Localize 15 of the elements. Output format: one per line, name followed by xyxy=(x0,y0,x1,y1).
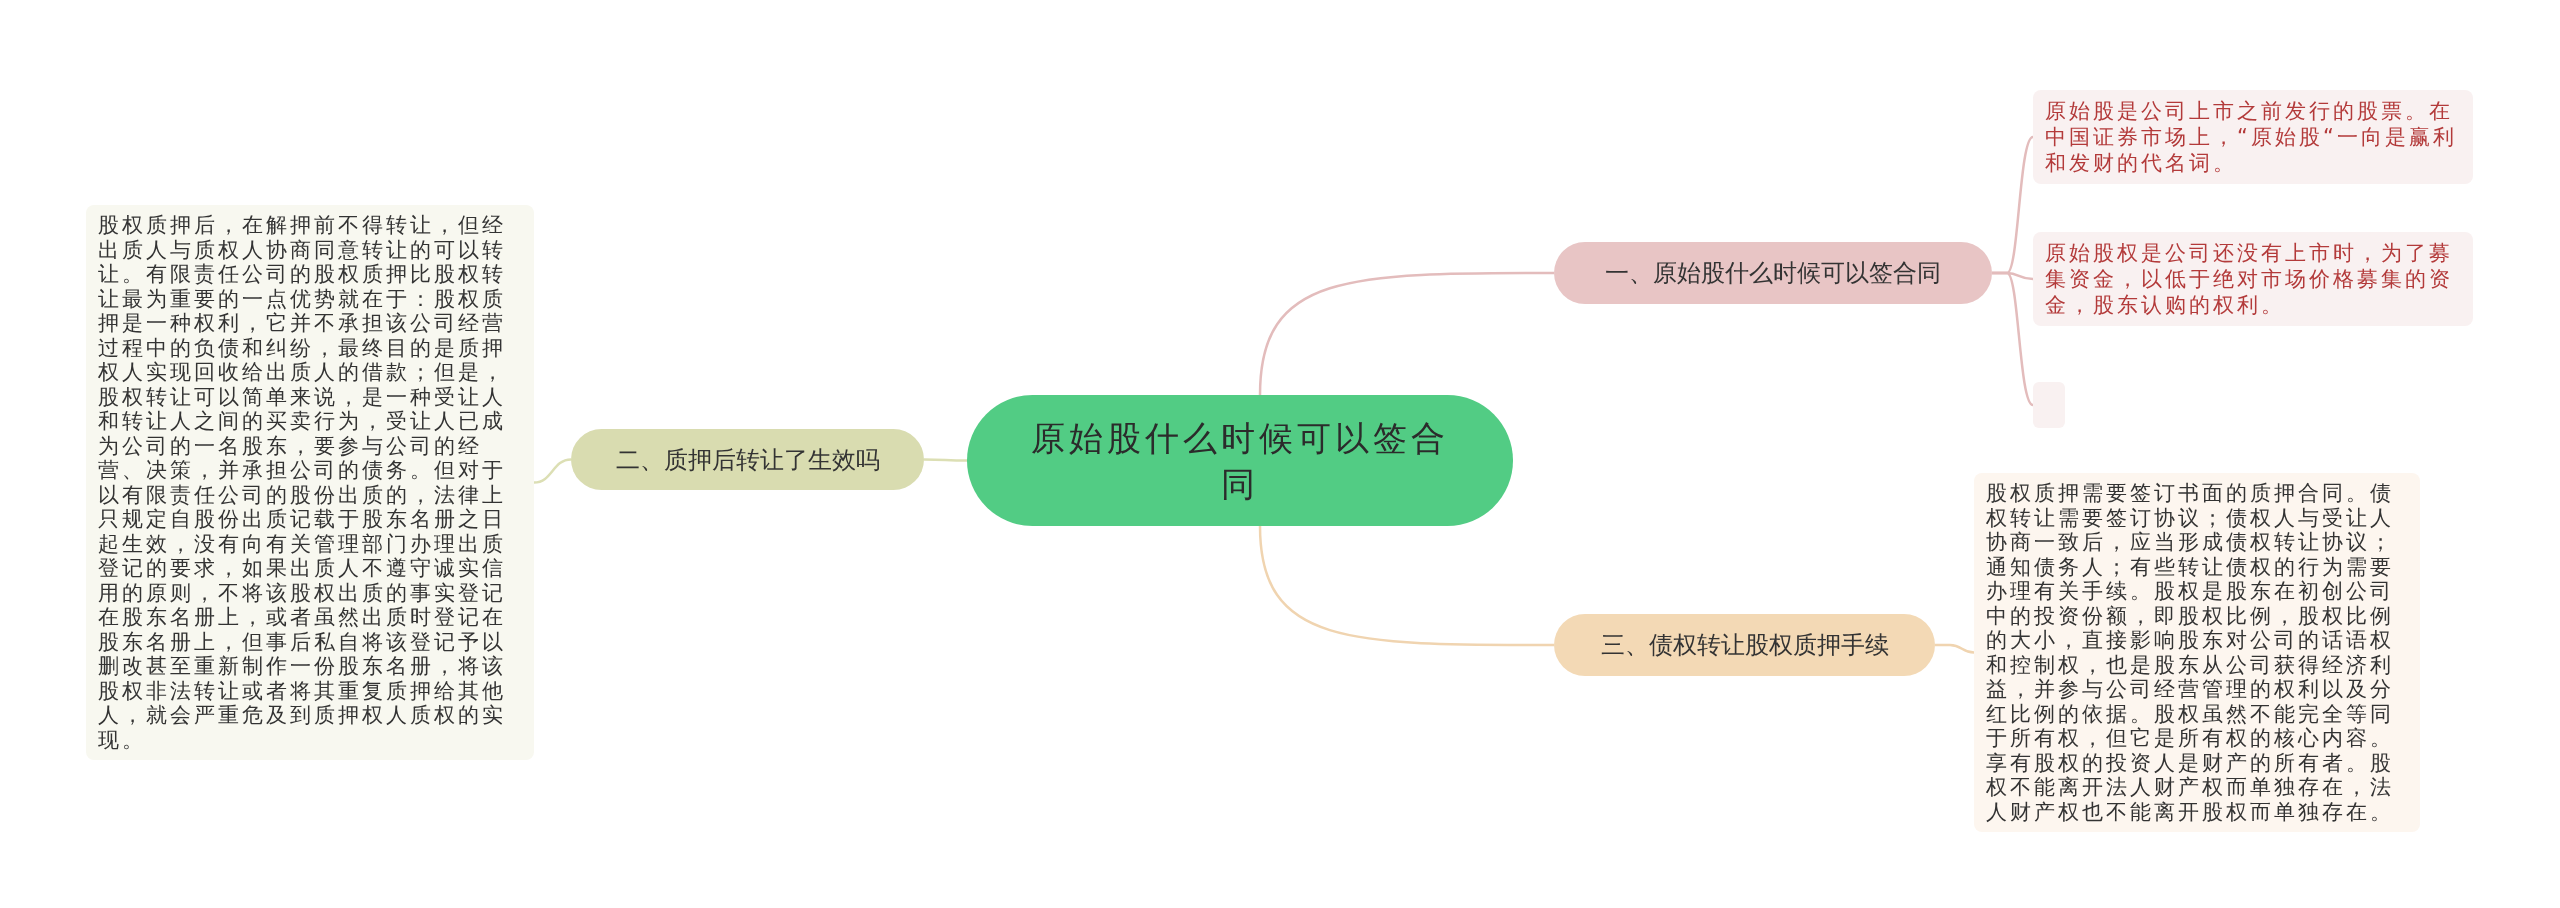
connector-line xyxy=(1258,525,1554,647)
branch-topic: 一、原始股什么时候可以签合同 xyxy=(1554,242,1992,304)
connector-line xyxy=(1935,643,1975,654)
note-card: 股权质押需要签订书面的质押合同。债权转让需要签订协议；债权人与受让人协商一致后，应当形成债权转让协议；通知债务人；有些转让债权的行为需要办理有关手续。股权是股东在初创公司中的投资份额，即股权比例，股权比例的大小，直接影响股东对公司的话语权和控制权，也是股东从公司获得经济利益，并参与公司经营管理的权利以及分红比例的依据。股权虽然不能完全等同于所有权，但它是所有权的核心内容。享有股权的投资人是财产的所有者。股权不能离开法人财产权而单独存在，法人财产权也不能离开股权而单独存在。 xyxy=(1974,473,2420,832)
central-topic: 原始股什么时候可以签合同 xyxy=(967,395,1513,526)
note-card: 原始股权是公司还没有上市时，为了募集资金，以低于绝对市场价格募集的资金，股东认购的权利。 xyxy=(2033,232,2473,326)
connector-line xyxy=(1258,271,1554,396)
note-card: 股权质押后，在解押前不得转让，但经出质人与质权人协商同意转让的可以转让。有限责任公司的股权质押比股权转让最为重要的一点优势就在于：股权质押是一种权利，它并不承担该公司经营过程中的负债和纠纷，最终目的是质押权人实现回收给出质人的借款；但是，股权转让可以简单来说，是一种受让人和转让人之间的买卖行为，受让人已成为公司的一名股东，要参与公司的经营、决策，并承担公司的债务。但对于以有限责任公司的股份出质的，法律上只规定自股份出质记载于股东名册之日起生效，没有向有关管理部门办理出质登记的要求，如果出质人不遵守诚实信用的原则，不将该股权出质的事实登记在股东名册上，或者虽然出质时登记在股东名册上，但事后私自将该登记予以删改甚至重新制作一份股东名册，将该股权非法转让或者将其重复质押给其他人，就会严重危及到质押权人质权的实现。 xyxy=(86,205,534,760)
connector-line xyxy=(1992,271,2034,406)
connector-line xyxy=(533,458,572,484)
branch-topic: 三、债权转让股权质押手续 xyxy=(1554,614,1935,676)
branch-topic: 二、质押后转让了生效吗 xyxy=(571,429,924,490)
note-card: 原始股是公司上市之前发行的股票。在中国证券市场上，“原始股“一向是赢利和发财的代名词。 xyxy=(2033,90,2473,184)
empty-note-card xyxy=(2033,382,2065,428)
connector-line xyxy=(924,458,967,462)
